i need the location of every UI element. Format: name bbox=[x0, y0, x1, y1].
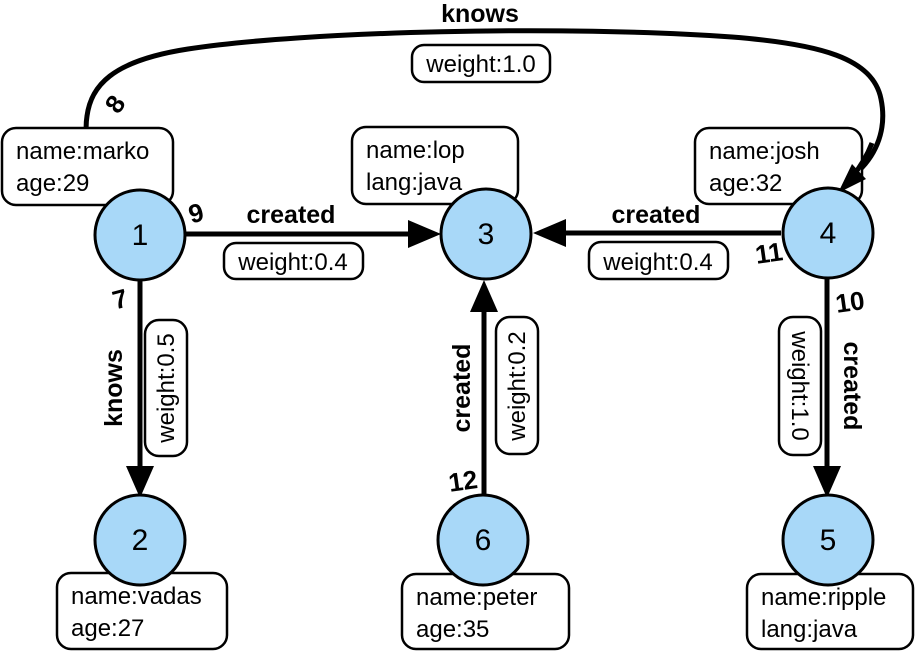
prop-line: name:ripple bbox=[761, 584, 886, 611]
node-id-label: 2 bbox=[132, 524, 149, 557]
edge-12-arrowhead-icon bbox=[470, 280, 498, 312]
prop-line: age:27 bbox=[71, 615, 144, 642]
nodes: 1 2 3 4 5 6 bbox=[93, 186, 875, 587]
props-box-ripple: name:ripple lang:java bbox=[745, 572, 915, 651]
weight-box-edge-7: weight:0.5 bbox=[143, 318, 189, 458]
edge-lines bbox=[83, 28, 886, 498]
props-box-vadas: name:vadas age:27 bbox=[55, 571, 229, 651]
prop-line: age:35 bbox=[416, 616, 489, 643]
weight-label: weight:1.0 bbox=[425, 51, 535, 78]
node-circle bbox=[93, 493, 187, 587]
edge-11-label: created bbox=[612, 201, 701, 229]
prop-line: name:marko bbox=[16, 138, 149, 165]
props-box-rect bbox=[350, 125, 520, 206]
node-3: 3 bbox=[439, 187, 533, 281]
node-circle bbox=[93, 188, 187, 282]
node-4: 4 bbox=[781, 186, 875, 280]
edge-11-arrowhead-icon bbox=[533, 219, 566, 247]
edge-9-id: 9 bbox=[185, 197, 207, 230]
node-circle bbox=[781, 186, 875, 280]
node-5: 5 bbox=[781, 493, 875, 587]
prop-line: age:29 bbox=[16, 170, 89, 197]
weight-box-rect bbox=[587, 240, 730, 281]
edge-labels: created created knows knows created crea… bbox=[98, 0, 869, 435]
weight-label: weight:1.0 bbox=[786, 330, 813, 440]
edge-10-arrowhead-icon bbox=[813, 466, 841, 498]
prop-line: name:vadas bbox=[71, 583, 202, 610]
node-circle bbox=[436, 493, 530, 587]
node-id-label: 3 bbox=[478, 218, 495, 251]
weight-box-edge-9: weight:0.4 bbox=[222, 241, 365, 281]
edge-7-arrowhead-icon bbox=[126, 466, 154, 498]
node-id-label: 1 bbox=[132, 219, 149, 252]
weight-box-rect bbox=[410, 43, 552, 84]
weight-box-rect bbox=[143, 318, 189, 458]
node-2: 2 bbox=[93, 493, 187, 587]
weight-label: weight:0.5 bbox=[153, 333, 180, 443]
weight-label: weight:0.2 bbox=[504, 331, 531, 441]
node-circle bbox=[781, 493, 875, 587]
prop-line: age:32 bbox=[709, 170, 782, 197]
node-6: 6 bbox=[436, 493, 530, 587]
prop-line: name:lop bbox=[366, 137, 465, 164]
weight-box-edge-8: weight:1.0 bbox=[410, 43, 552, 84]
weight-box-rect bbox=[494, 315, 540, 456]
weight-box-edge-10: weight:1.0 bbox=[777, 315, 823, 457]
node-id-label: 4 bbox=[820, 217, 837, 250]
edge-9-arrowhead-icon bbox=[408, 220, 441, 248]
prop-line: lang:java bbox=[366, 169, 463, 196]
weight-boxes: weight:0.4 weight:0.4 weight:1.0 weight:… bbox=[143, 43, 823, 458]
node-id-label: 6 bbox=[475, 524, 492, 557]
edge-7-label: knows bbox=[100, 349, 128, 427]
weight-box-edge-12: weight:0.2 bbox=[494, 315, 540, 456]
prop-line: name:peter bbox=[416, 584, 537, 611]
weight-label: weight:0.4 bbox=[237, 249, 347, 276]
edge-12-label: created bbox=[448, 344, 476, 433]
edge-8-knows-curve bbox=[83, 28, 886, 204]
edge-8-arrow-overlay bbox=[838, 142, 875, 193]
props-box-josh: name:josh age:32 bbox=[693, 126, 864, 206]
edge-12-id: 12 bbox=[447, 464, 480, 498]
weight-box-rect bbox=[777, 315, 823, 457]
props-box-lop: name:lop lang:java bbox=[350, 125, 520, 206]
weight-box-edge-11: weight:0.4 bbox=[587, 240, 730, 281]
prop-line: name:josh bbox=[709, 138, 820, 165]
prop-line: lang:java bbox=[761, 616, 858, 643]
edge-8-id: 8 bbox=[99, 89, 132, 118]
weight-label: weight:0.4 bbox=[602, 249, 712, 276]
edge-10-label: created bbox=[838, 342, 866, 431]
node-id-label: 5 bbox=[820, 524, 837, 557]
edge-11-id: 11 bbox=[753, 236, 784, 270]
edge-8-label: knows bbox=[441, 0, 519, 28]
property-boxes: name:marko age:29 name:lop lang:java nam… bbox=[0, 125, 915, 651]
node-circle bbox=[439, 187, 533, 281]
edge-7-id: 7 bbox=[109, 283, 131, 316]
props-box-marko: name:marko age:29 bbox=[0, 126, 175, 207]
weight-box-rect bbox=[222, 241, 365, 281]
node-1: 1 bbox=[93, 188, 187, 282]
edge-10-id: 10 bbox=[834, 285, 867, 319]
edge-8-arrowhead-icon bbox=[838, 164, 866, 193]
edge-9-label: created bbox=[247, 201, 336, 229]
props-box-rect bbox=[0, 126, 175, 207]
